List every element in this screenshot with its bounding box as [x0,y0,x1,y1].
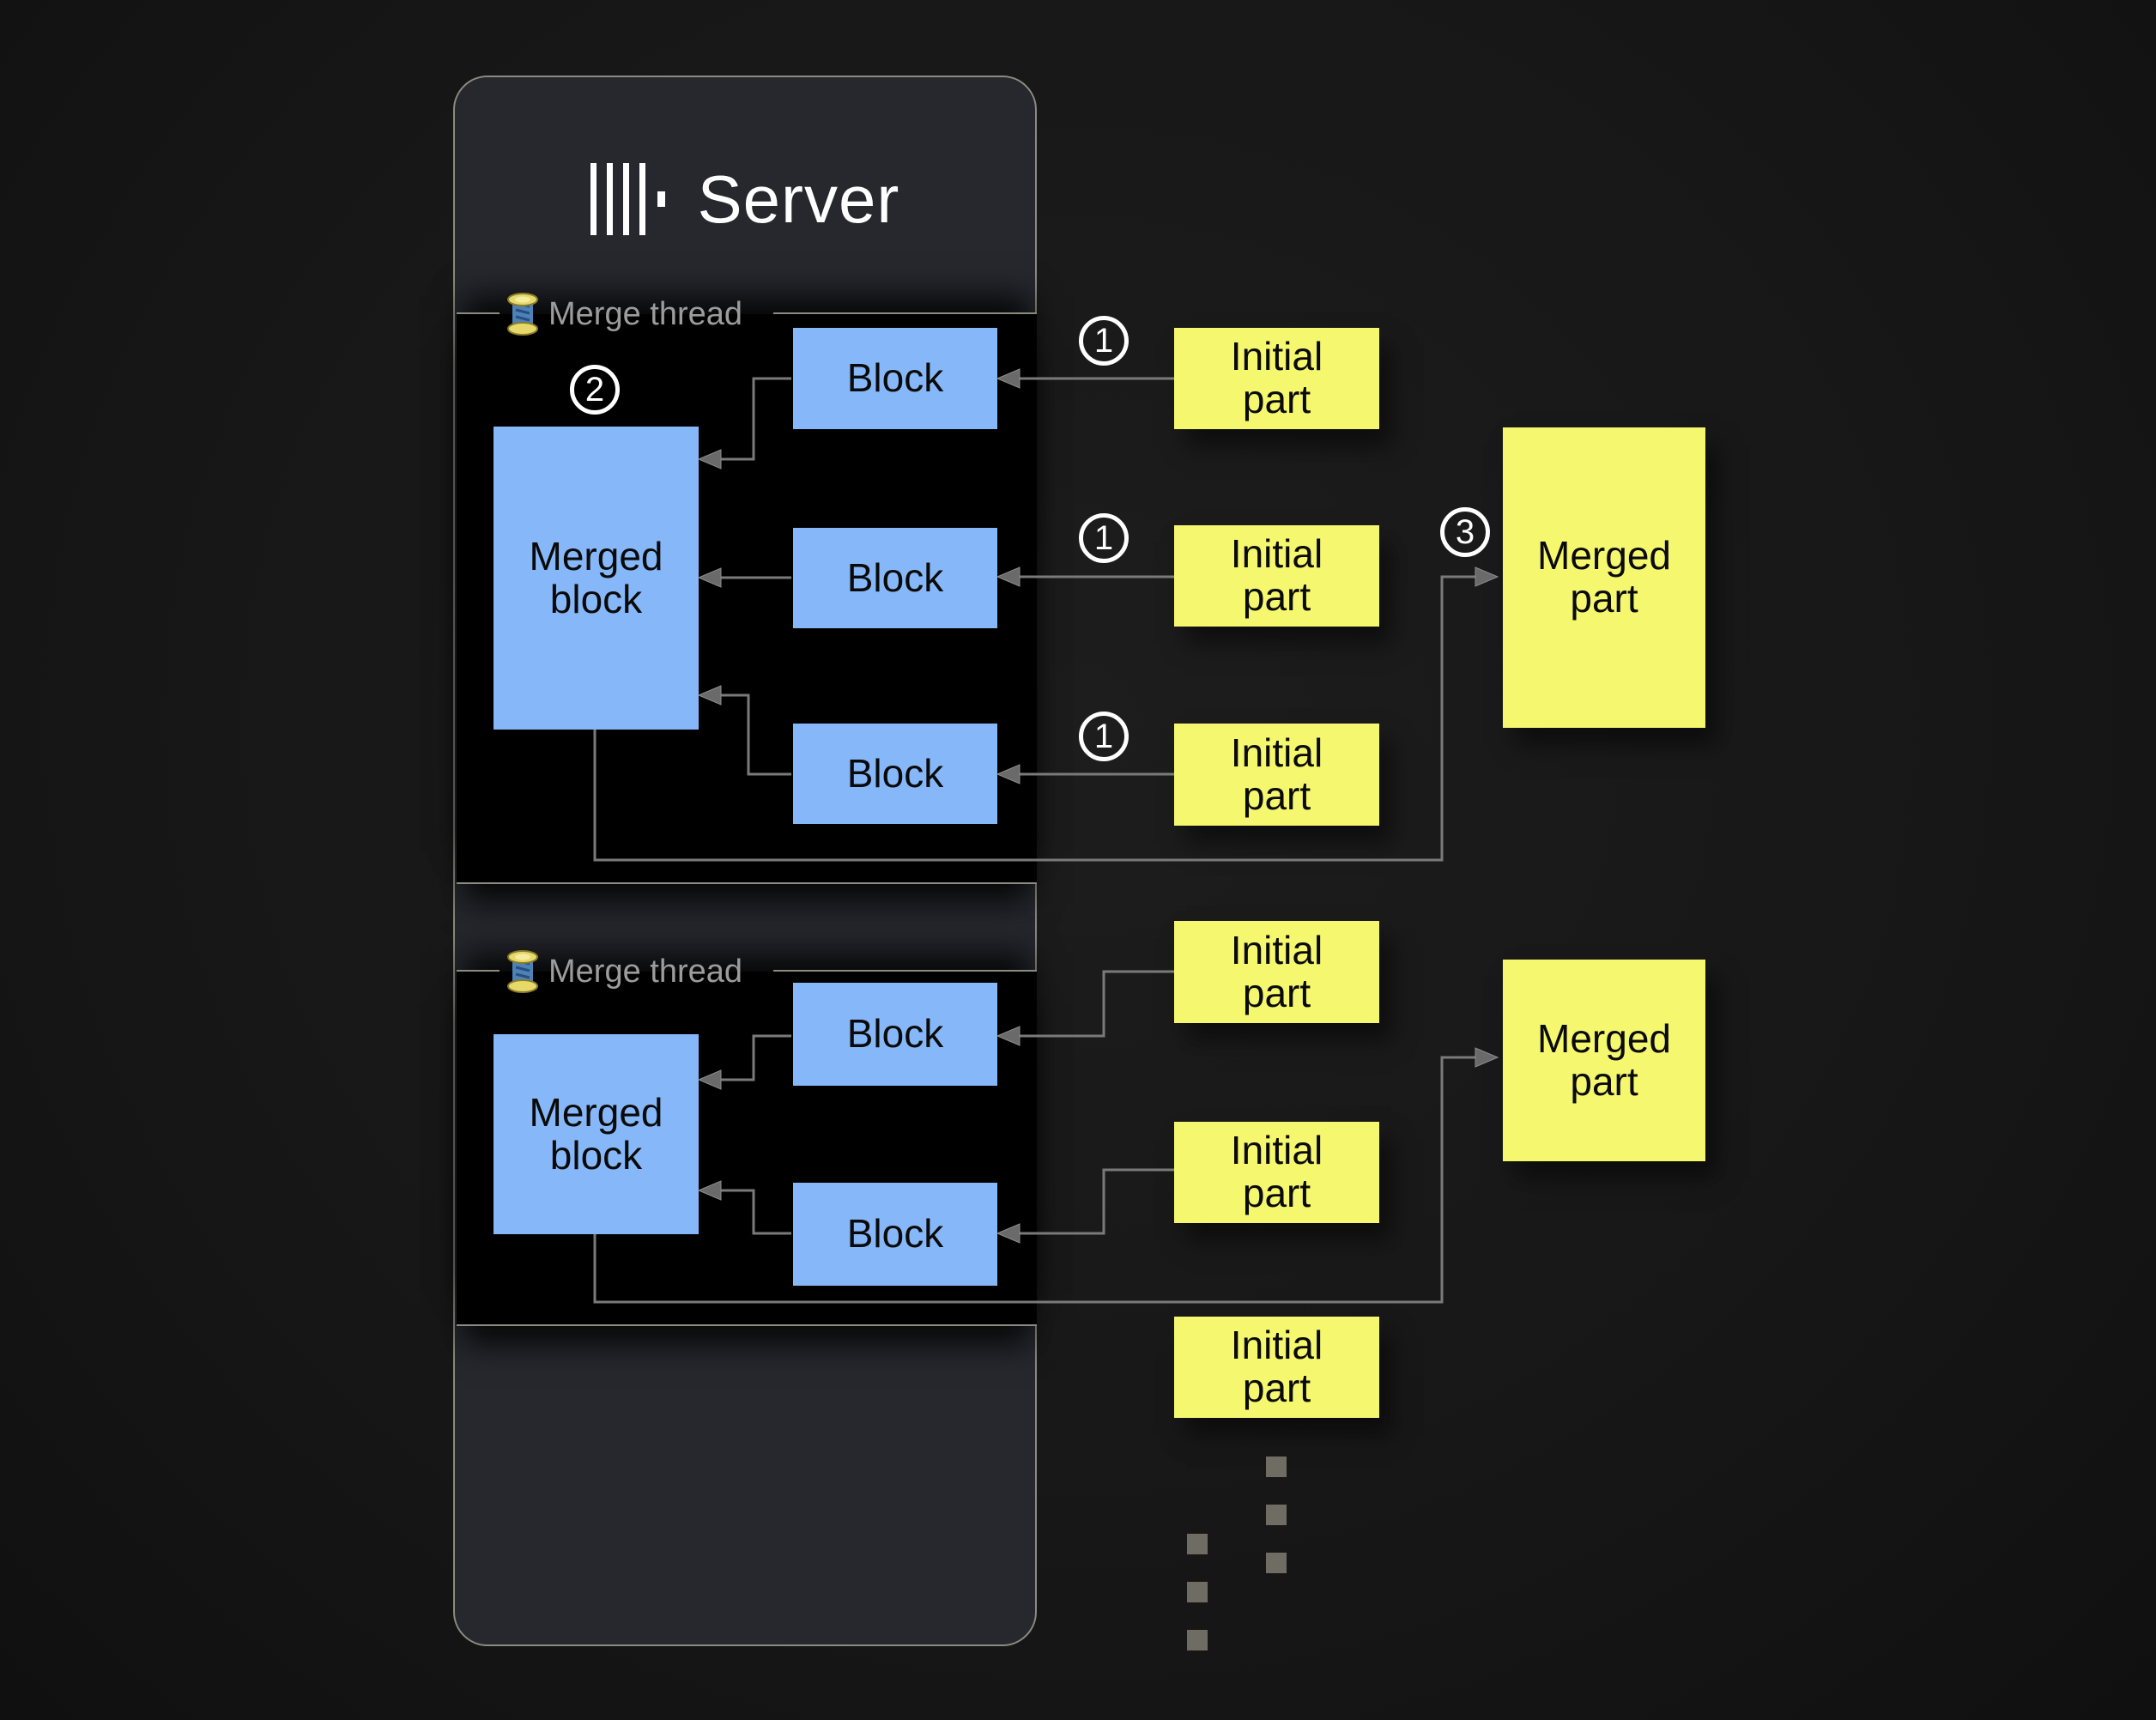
initial-part: Initial part [1174,724,1379,826]
block: Block [793,1183,997,1286]
server-title: Server [697,160,900,237]
vertical-ellipsis-dots [1187,1534,1208,1650]
merge-thread-box-1: Merge thread Merged block Block Block Bl… [457,293,1037,884]
dot [1187,1534,1208,1554]
block: Block [793,983,997,1086]
server-panel: Server Merge thread Merged block Block B… [453,76,1208,1650]
merge-thread-label: Merge thread [548,953,743,990]
dot [1266,1457,1287,1477]
clickhouse-logo-icon [590,162,665,236]
dot [1266,1505,1287,1525]
vertical-ellipsis-dots [1266,1457,1287,1573]
arrowhead-icon [1475,566,1499,587]
step-badge-1: 1 [1079,513,1129,563]
initial-part: Initial part [1174,328,1379,429]
merge-thread-legend-2: Merge thread [505,948,742,995]
step-badge-1: 1 [1079,712,1129,761]
dot [1187,1582,1208,1602]
border-segment [773,312,1037,314]
merge-thread-box-2: Merge thread Merged block Block Block [457,950,1037,1326]
border-segment [457,312,500,314]
block: Block [793,528,997,628]
block: Block [793,328,997,429]
arrow-initial5-to-block5 [1020,1168,1174,1235]
logo-bar [639,163,645,235]
arrow-initial4-to-block4 [1020,970,1174,1038]
step-badge-1: 1 [1079,316,1129,366]
merged-part: Merged part [1503,960,1705,1161]
logo-bar [590,163,597,235]
merged-block: Merged block [494,1034,699,1234]
initial-part: Initial part [1174,525,1379,627]
thread-spool-icon [507,950,538,993]
server-header: Server [455,156,1035,242]
step-badge-3: 3 [1440,507,1490,557]
merged-part: Merged part [1503,427,1705,728]
border-segment [457,970,500,972]
dot [1266,1553,1287,1573]
dot [1187,1630,1208,1650]
block: Block [793,724,997,824]
thread-spool-icon [507,293,538,336]
merge-thread-legend-1: Merge thread [505,291,742,337]
logo-nub [657,191,665,207]
arrowhead-icon [1475,1047,1499,1068]
border-segment [773,970,1037,972]
initial-part: Initial part [1174,921,1379,1023]
logo-bar [606,163,613,235]
logo-bar [622,163,629,235]
step-badge-2: 2 [570,365,620,415]
merge-thread-label: Merge thread [548,295,743,332]
initial-part: Initial part [1174,1317,1379,1418]
merged-block: Merged block [494,427,699,730]
initial-part: Initial part [1174,1122,1379,1223]
